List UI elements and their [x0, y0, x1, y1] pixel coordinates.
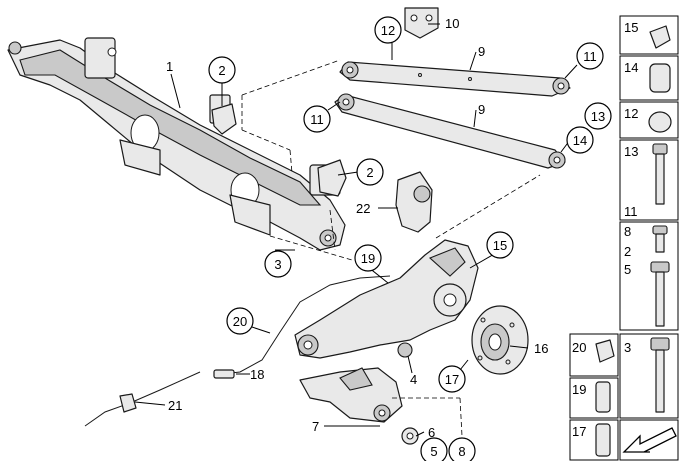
bolt-head-5: [650, 261, 670, 273]
bolt-head-3: [650, 337, 670, 351]
clip-part-21[interactable]: [119, 393, 137, 413]
wishbone-lower[interactable]: [334, 93, 566, 169]
callout-18[interactable]: 18: [250, 367, 264, 382]
panel-label-20[interactable]: 20: [572, 340, 586, 355]
bushing-part-14[interactable]: [649, 63, 671, 93]
axle-carrier-part[interactable]: [7, 37, 346, 251]
brake-line[interactable]: [84, 371, 201, 427]
callout-21[interactable]: 21: [168, 398, 182, 413]
leader-lines: [134, 23, 578, 437]
panel-label-12[interactable]: 12: [624, 106, 638, 121]
bushing-part-12[interactable]: [648, 111, 672, 133]
callout-20[interactable]: 20: [233, 314, 247, 329]
bolt-head-8: [652, 225, 668, 235]
callout-17[interactable]: 17: [445, 372, 459, 387]
panel-label-11[interactable]: 11: [624, 204, 638, 219]
panel-label-17[interactable]: 17: [572, 424, 586, 439]
callout-4[interactable]: 4: [410, 372, 417, 387]
callout-15[interactable]: 15: [493, 238, 507, 253]
panel-label-15[interactable]: 15: [624, 20, 638, 35]
callout-22[interactable]: 22: [356, 201, 370, 216]
callout-9b[interactable]: 9: [478, 102, 485, 117]
callout-14[interactable]: 14: [573, 133, 587, 148]
dashed-guides: [241, 59, 541, 437]
arrow-icon: [622, 427, 677, 453]
callout-9a[interactable]: 9: [478, 44, 485, 59]
sensor-cable[interactable]: [221, 275, 391, 375]
bolt-head-13: [652, 143, 668, 155]
callout-10[interactable]: 10: [445, 16, 459, 31]
panel-label-19[interactable]: 19: [572, 382, 586, 397]
bolt-part-13[interactable]: [655, 153, 665, 205]
callout-5[interactable]: 5: [430, 444, 437, 459]
bracket-part-7[interactable]: [299, 367, 403, 423]
bracket-part-2[interactable]: [211, 103, 347, 197]
bolt-part-5[interactable]: [655, 271, 665, 327]
callout-12[interactable]: 12: [381, 23, 395, 38]
panel-label-5[interactable]: 5: [624, 262, 631, 277]
bolt-part-17[interactable]: [595, 423, 611, 457]
callout-16[interactable]: 16: [534, 341, 548, 356]
callout-1[interactable]: 1: [166, 59, 173, 74]
panel-label-13[interactable]: 13: [624, 144, 638, 159]
bolt-part-8[interactable]: [655, 233, 665, 253]
panel-label-8[interactable]: 8: [624, 224, 631, 239]
wheel-carrier-part[interactable]: [294, 239, 479, 359]
callout-7[interactable]: 7: [312, 419, 319, 434]
callout-19[interactable]: 19: [361, 251, 375, 266]
callout-11a[interactable]: 11: [583, 49, 597, 64]
bolt-part-19[interactable]: [595, 381, 611, 413]
panel-label-14[interactable]: 14: [624, 60, 638, 75]
bracket-part-22[interactable]: [395, 171, 433, 233]
callout-8[interactable]: 8: [458, 444, 465, 459]
callouts: 1 2 2 3 4 5 6 7 8 9 9 10 11 11 12 13 14 …: [166, 16, 612, 461]
panel-label-3[interactable]: 3: [624, 340, 631, 355]
callout-3[interactable]: 3: [274, 257, 281, 272]
connector-part-18[interactable]: [213, 369, 235, 379]
callout-2a[interactable]: 2: [218, 63, 225, 78]
panel-label-2[interactable]: 2: [624, 244, 631, 259]
bracket-part-10[interactable]: [404, 7, 439, 39]
callout-2b[interactable]: 2: [366, 165, 373, 180]
clip-part-20[interactable]: [595, 339, 615, 363]
callout-6[interactable]: 6: [428, 425, 435, 440]
wheel-hub-part[interactable]: [471, 305, 529, 375]
callout-11b[interactable]: 11: [310, 112, 324, 127]
callout-13[interactable]: 13: [591, 109, 605, 124]
clip-part-15[interactable]: [649, 25, 671, 49]
fastener-legend-panel: 15 14 12 13 11 8 2 5 20 3 19 17: [569, 15, 679, 461]
bolt-part-3[interactable]: [655, 349, 665, 413]
wishbone-upper[interactable]: [339, 61, 571, 97]
